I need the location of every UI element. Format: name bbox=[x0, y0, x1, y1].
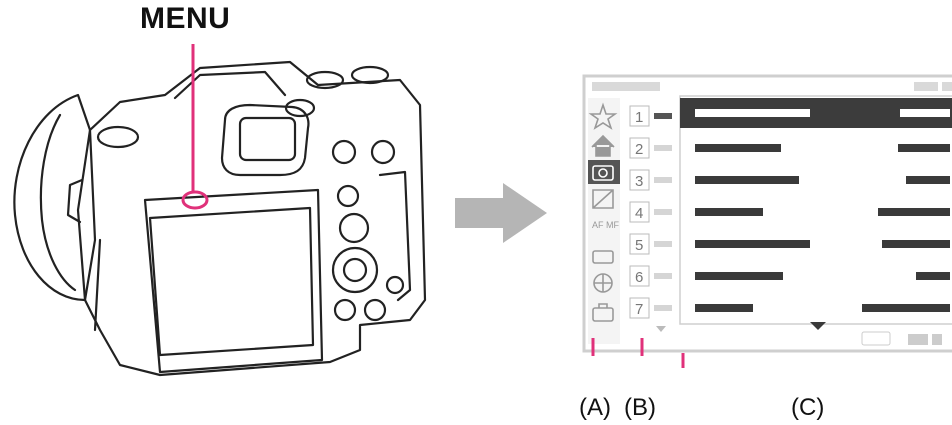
page-number-1: 1 bbox=[635, 109, 643, 126]
rear-screen-outline bbox=[143, 188, 324, 374]
page-number-4: 4 bbox=[635, 205, 643, 222]
camera-icon bbox=[592, 165, 614, 181]
camera-body-outline bbox=[76, 60, 427, 377]
callout-a-label: (A) bbox=[579, 394, 611, 421]
callout-c-label: (C) bbox=[791, 394, 825, 421]
page-number-box bbox=[629, 233, 650, 255]
af-mf-icon: AF MF bbox=[592, 220, 619, 230]
toolbox-icon bbox=[592, 307, 614, 322]
exposure-icon bbox=[592, 189, 614, 209]
page-number-box bbox=[629, 137, 650, 159]
page-number-2: 2 bbox=[635, 141, 643, 158]
page-number-box bbox=[629, 105, 650, 127]
star-icon bbox=[588, 102, 618, 130]
page-number-3: 3 bbox=[635, 173, 643, 190]
playback-icon bbox=[592, 250, 614, 264]
page-number-7: 7 bbox=[635, 301, 643, 318]
menu-button-label: MENU bbox=[140, 2, 231, 35]
lens-outline bbox=[13, 93, 97, 302]
camera-illustration bbox=[13, 44, 427, 377]
page-indicator-bar bbox=[654, 305, 672, 311]
page-number-box bbox=[629, 169, 650, 191]
eyecup-outline bbox=[220, 103, 310, 177]
menu-screen: AF MF 1 2 3 4 5 6 7 bbox=[582, 74, 952, 368]
page-indicator-bar bbox=[654, 273, 672, 279]
page-number-box bbox=[629, 297, 650, 319]
page-indicator-bar bbox=[654, 113, 672, 119]
page-indicator-bar bbox=[654, 209, 672, 215]
page-number-6: 6 bbox=[635, 269, 643, 286]
home-icon bbox=[591, 134, 615, 157]
page-indicator-bar bbox=[654, 241, 672, 247]
page-number-box bbox=[629, 265, 650, 287]
page-indicator-bar bbox=[654, 145, 672, 151]
page-number-5: 5 bbox=[635, 237, 643, 254]
callout-b-label: (B) bbox=[624, 394, 656, 421]
page-number-box bbox=[629, 201, 650, 223]
arrow-right-icon bbox=[455, 183, 547, 243]
page-indicator-bar bbox=[654, 177, 672, 183]
